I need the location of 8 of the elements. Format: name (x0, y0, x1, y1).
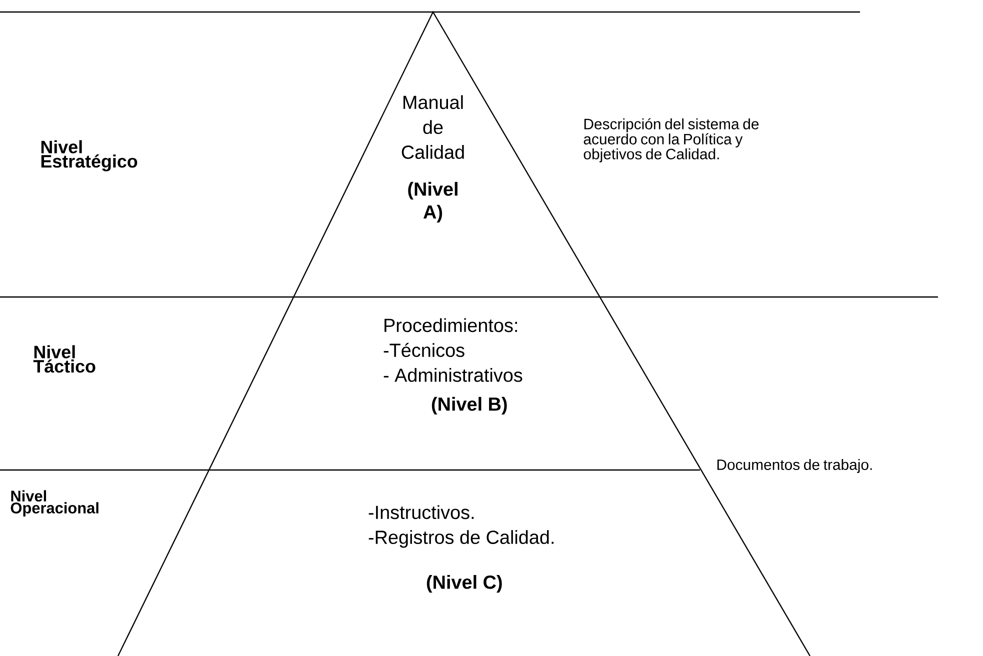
level-name: Nivel Operacional (10, 490, 98, 517)
level-name: Nivel Estratégico (41, 140, 138, 172)
description-text: Documentos de trabajo. (717, 459, 872, 473)
level-text: -Instructivos. -Registros de Calidad. (Nivel C) (368, 505, 554, 593)
level-text: Procedimientos: -Técnicos - Administrativos (Nivel B) (384, 318, 522, 415)
level-text: Manual de Calidad (Nivel A) (402, 95, 464, 222)
description-text: Descripción del sistema de acuerdo con la Política y objetivos de Calidad. (584, 118, 759, 162)
level-name: Nivel Táctico (33, 345, 96, 373)
